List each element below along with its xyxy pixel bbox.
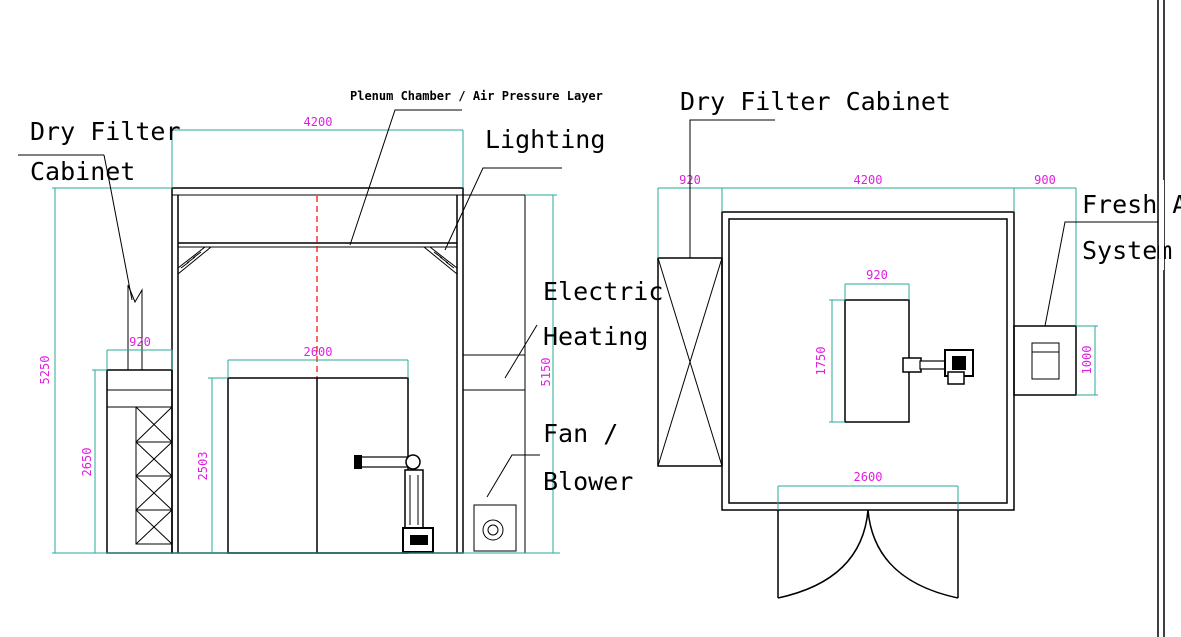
robot-arm-plan — [902, 349, 974, 385]
dim-plan-width: 4200 — [854, 173, 883, 187]
label-plenum: Plenum Chamber / Air Pressure Layer — [350, 89, 603, 103]
dim-front-width: 4200 — [304, 115, 333, 129]
robot-arm-front — [354, 454, 434, 553]
label-dry-filter-left-1: Dry Filter — [30, 117, 181, 146]
lighting-fixture-left — [177, 246, 213, 276]
front-leaders — [18, 109, 562, 498]
plan-fresh-air-unit — [1013, 325, 1077, 396]
label-fresh-2: System — [1082, 236, 1172, 265]
plan-work-table — [844, 299, 910, 423]
plan-view — [657, 211, 1077, 599]
label-fan-2: Blower — [543, 467, 633, 496]
plan-double-door — [777, 509, 959, 599]
label-electric-1: Electric — [543, 277, 663, 306]
plan-dimensions — [657, 187, 1098, 510]
label-lighting: Lighting — [485, 125, 605, 154]
sheet-border — [1157, 0, 1165, 637]
plan-leaders — [689, 119, 1158, 327]
label-fresh-1: Fresh Ai — [1082, 190, 1181, 219]
plan-cabin-inner — [728, 218, 1008, 504]
lighting-fixture-right — [422, 246, 458, 276]
dim-door-height: 2503 — [196, 452, 210, 481]
plan-labels: Dry Filter Cabinet Fresh Ai System — [680, 87, 1181, 265]
dim-filter-width: 920 — [129, 335, 151, 349]
label-electric-2: Heating — [543, 322, 648, 351]
plan-dry-filter — [657, 257, 723, 467]
dim-plan-fresh-h: 1000 — [1080, 346, 1094, 375]
front-dimension-labels: 4200 5250 5150 920 2650 2600 2503 — [38, 115, 553, 480]
label-fan-1: Fan / — [543, 419, 618, 448]
border-mask — [1159, 180, 1164, 270]
electric-heater — [462, 354, 526, 391]
dim-front-height: 5250 — [38, 356, 52, 385]
front-elevation — [106, 187, 526, 554]
dim-front-height-right: 5150 — [539, 358, 553, 387]
label-dry-filter-right: Dry Filter Cabinet — [680, 87, 951, 116]
dim-plan-table-w: 920 — [866, 268, 888, 282]
label-dry-filter-left-2: Cabinet — [30, 157, 135, 186]
fan-blower — [473, 504, 517, 552]
heating-column — [462, 194, 526, 554]
plan-dimension-labels: 920 4200 900 920 1750 1000 2600 — [679, 173, 1094, 484]
dim-filter-height: 2650 — [80, 448, 94, 477]
dry-filter-cabinet-side — [106, 284, 173, 554]
front-dimensions — [52, 129, 560, 554]
dim-plan-table-h: 1750 — [814, 347, 828, 376]
front-labels: Dry Filter Cabinet Plenum Chamber / Air … — [30, 89, 663, 496]
dim-door-width: 2600 — [304, 345, 333, 359]
dim-plan-door: 2600 — [854, 470, 883, 484]
dim-plan-fresh: 900 — [1034, 173, 1056, 187]
